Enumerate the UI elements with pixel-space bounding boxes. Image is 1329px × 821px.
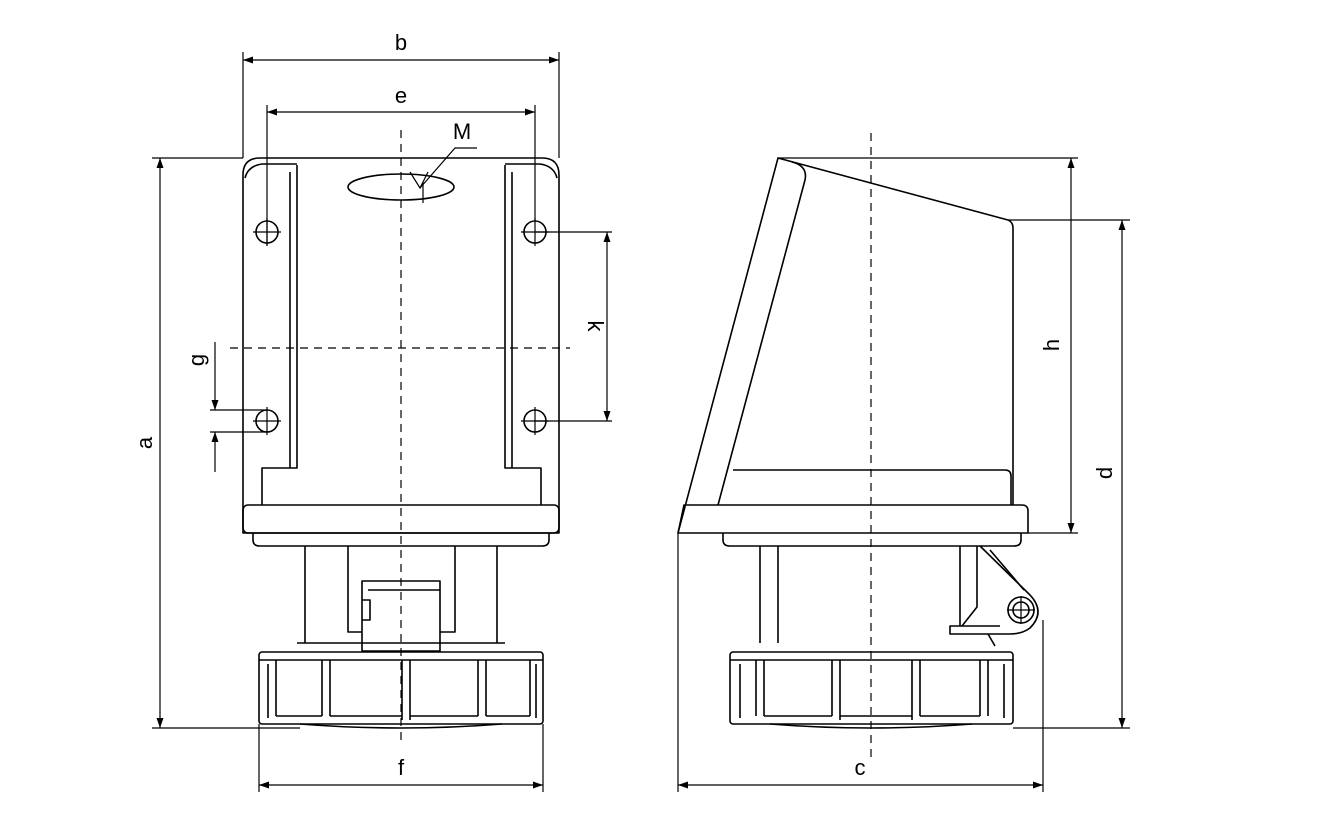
- mounting-hole: [253, 407, 281, 435]
- front-lower-step: [252, 533, 550, 547]
- side-inner-face: [717, 161, 807, 506]
- label-f: f: [398, 755, 405, 780]
- front-housing-outline: [242, 157, 560, 534]
- front-left-rail-top: [244, 163, 297, 179]
- front-neck: [297, 546, 505, 644]
- label-d: d: [1092, 467, 1117, 479]
- front-bottom-flange: [242, 504, 560, 534]
- front-left-rail: [261, 165, 298, 505]
- side-socket-cells: [739, 664, 1005, 718]
- side-lower-step: [722, 533, 1022, 547]
- label-k: k: [583, 321, 608, 333]
- side-bottom-flange: [677, 504, 1029, 534]
- m-leader-tick: [409, 171, 429, 203]
- label-e: e: [395, 83, 407, 108]
- side-hinge-arm-inner: [987, 549, 1025, 647]
- label-h: h: [1039, 339, 1064, 351]
- label-c: c: [855, 755, 866, 780]
- front-latch-detail: [362, 589, 440, 621]
- front-socket-base: [299, 723, 503, 729]
- label-g: g: [184, 354, 209, 366]
- side-inner-step: [733, 469, 1012, 505]
- front-view: M b e a g k f: [132, 30, 612, 792]
- side-hinge-arm: [949, 545, 1039, 635]
- front-socket-ridges: [275, 660, 531, 720]
- m-leader: [419, 147, 477, 189]
- side-view: h d c: [677, 133, 1130, 792]
- front-right-rail: [504, 165, 542, 505]
- front-right-rail-top: [505, 163, 558, 179]
- side-neck: [759, 546, 978, 643]
- label-a: a: [132, 436, 157, 449]
- side-housing-outline: [677, 157, 1014, 534]
- side-socket-ridges: [755, 660, 989, 720]
- label-m: M: [453, 119, 471, 144]
- label-b: b: [395, 30, 407, 55]
- front-socket-cells: [267, 664, 537, 718]
